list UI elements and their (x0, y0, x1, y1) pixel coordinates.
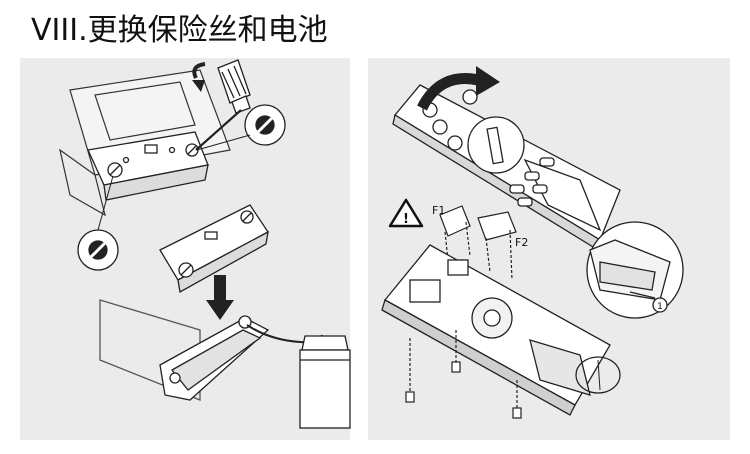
battery-cover-top (87, 131, 209, 201)
meter-top-cover (392, 84, 621, 252)
page-title: VIII.更换保险丝和电池 (31, 13, 328, 48)
lift-arrow-icon (417, 66, 500, 111)
screwdriver-icon (195, 59, 251, 151)
screw-slot-icon (196, 104, 286, 151)
warning-symbol: ! (403, 212, 409, 227)
fuse-f1 (439, 205, 471, 261)
rotate-arrow-icon (192, 62, 206, 92)
down-arrow-icon (206, 275, 234, 320)
battery-cover-removed (159, 204, 269, 294)
battery-9v (246, 324, 351, 429)
callout-number: 1 (657, 302, 663, 312)
screw-slot-icon (77, 175, 119, 271)
meter-base-open (381, 244, 611, 416)
fuse-label-f1: F1 (432, 204, 445, 217)
detail-callout (575, 221, 684, 394)
fuse-label-f2: F2 (515, 236, 528, 249)
screw-icon (405, 330, 522, 419)
meter-battery-compartment (99, 299, 270, 401)
fuse-f2 (477, 211, 517, 281)
warning-triangle-icon: ! (388, 198, 424, 228)
